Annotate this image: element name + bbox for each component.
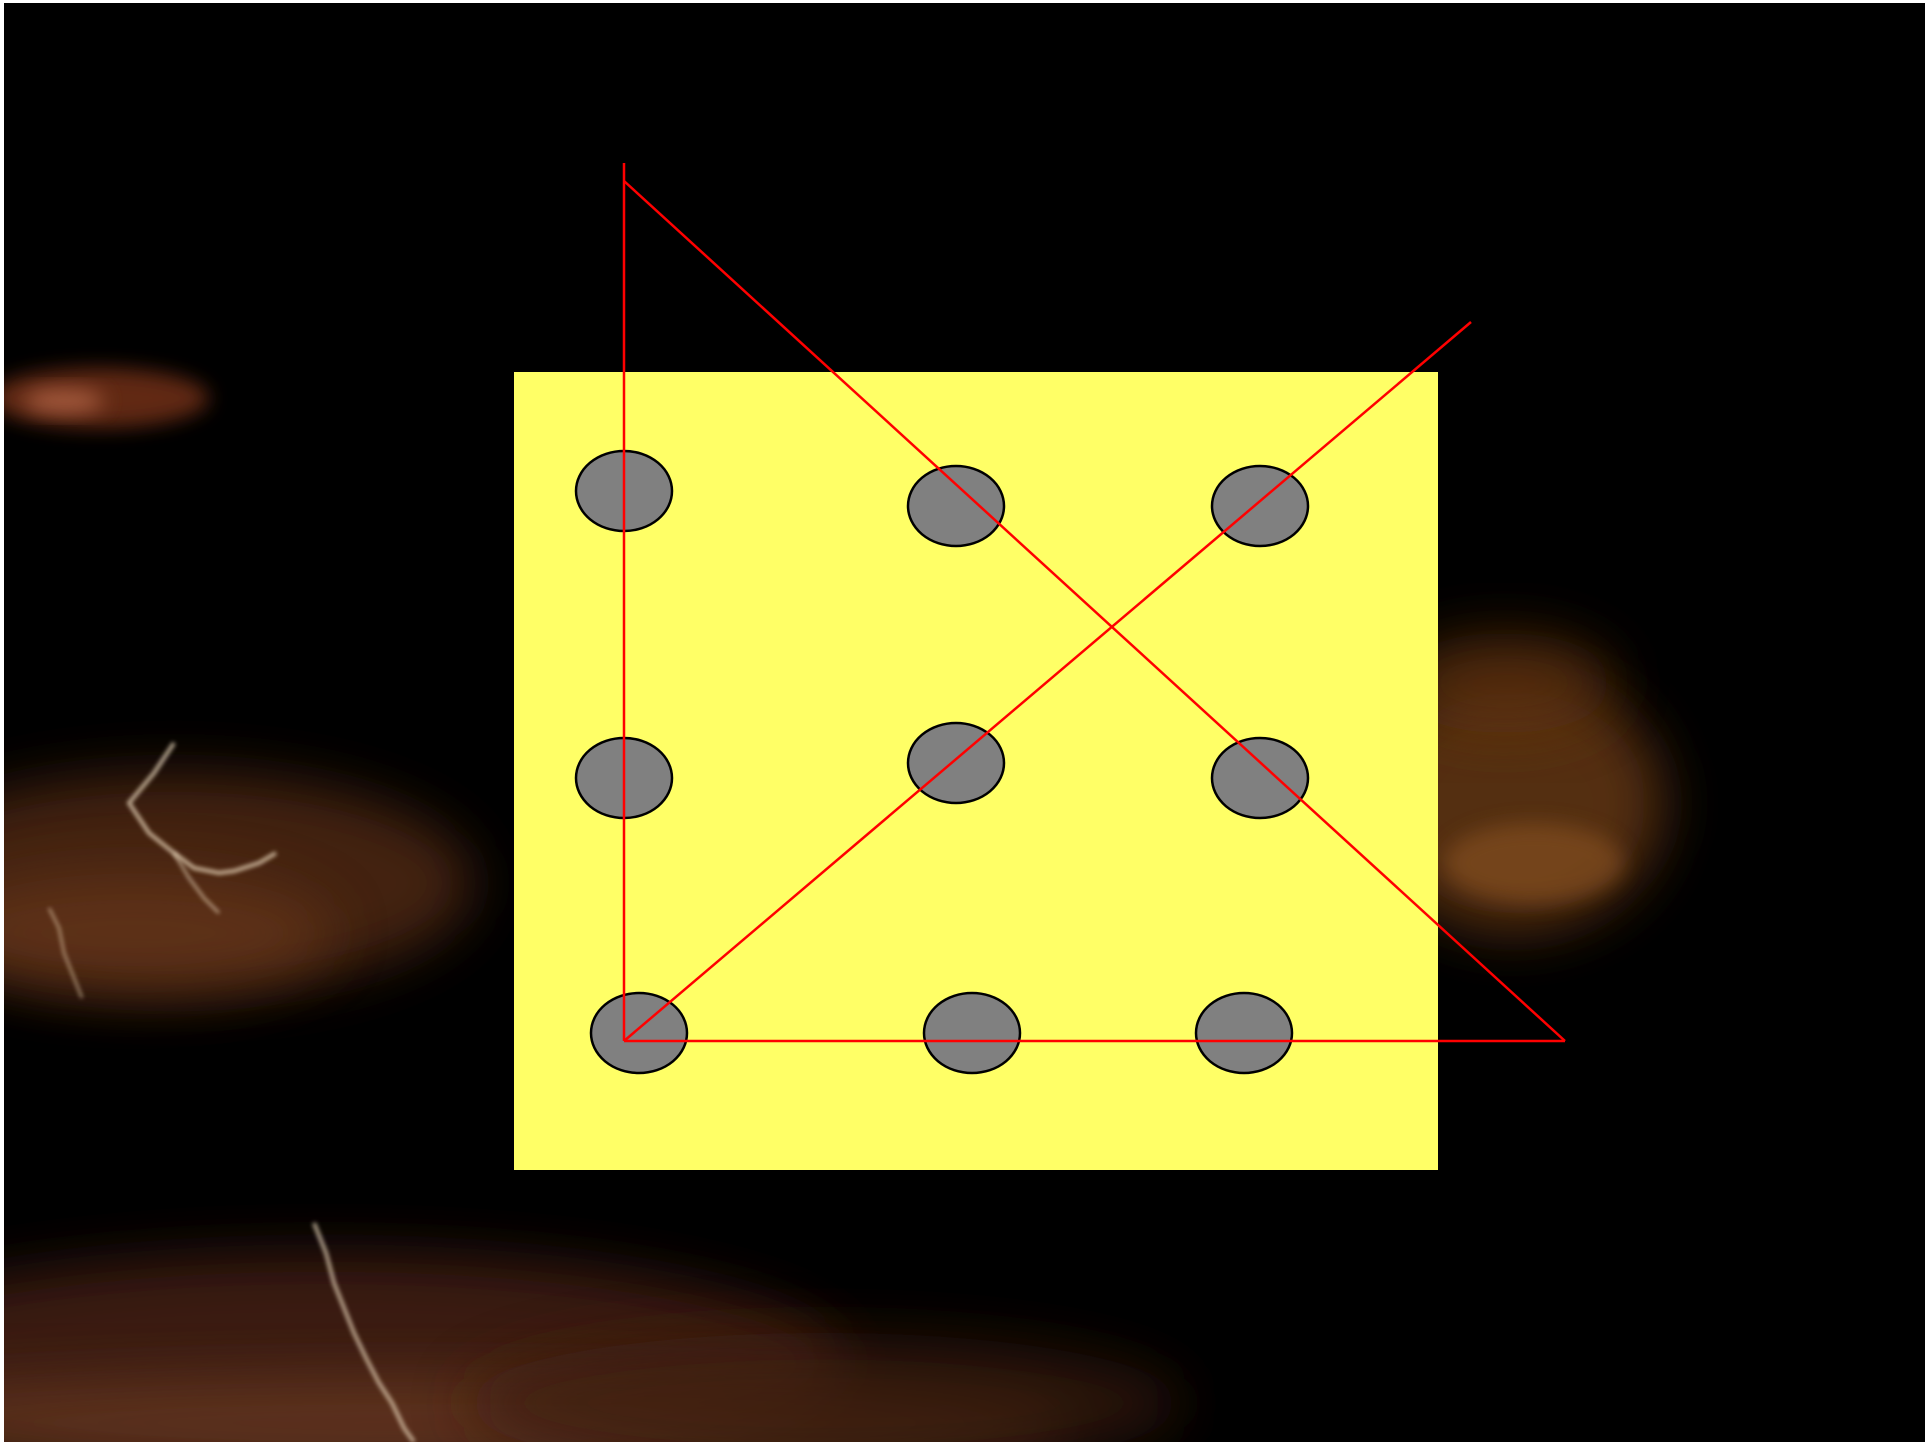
solution-line-diagonal-down	[623, 180, 1566, 1042]
cloud-glow-right-core	[1444, 823, 1624, 903]
lightning-bolt-left	[126, 741, 278, 876]
dot-bottom-center	[922, 991, 1022, 1075]
dot-bottom-right	[1194, 991, 1294, 1075]
slide	[4, 3, 1925, 1442]
lightning-bolt-bottom	[312, 1222, 416, 1442]
solution-path	[622, 163, 1566, 1043]
dot-center	[906, 721, 1006, 805]
dot-top-center	[906, 464, 1006, 548]
puzzle-diagram	[4, 163, 1664, 1442]
nine-dot-grid	[574, 449, 1310, 1075]
storm-cloud-background	[4, 368, 1664, 1442]
cloud-glow-left-band	[4, 873, 334, 993]
cloud-glow-right-upper	[1394, 633, 1614, 733]
cloud-glow-top-left-core	[24, 389, 104, 413]
dot-top-right	[1210, 464, 1310, 548]
solution-line-diagonal-up	[623, 321, 1472, 1042]
cloud-glow-bottom-center	[464, 1333, 1184, 1442]
dot-bottom-left	[589, 991, 689, 1075]
cloud-glow-top-left	[4, 368, 209, 428]
lightning-bolt-left-branch	[172, 852, 221, 915]
dot-middle-right	[1210, 736, 1310, 820]
lightning-bolt-far-left	[47, 907, 84, 999]
